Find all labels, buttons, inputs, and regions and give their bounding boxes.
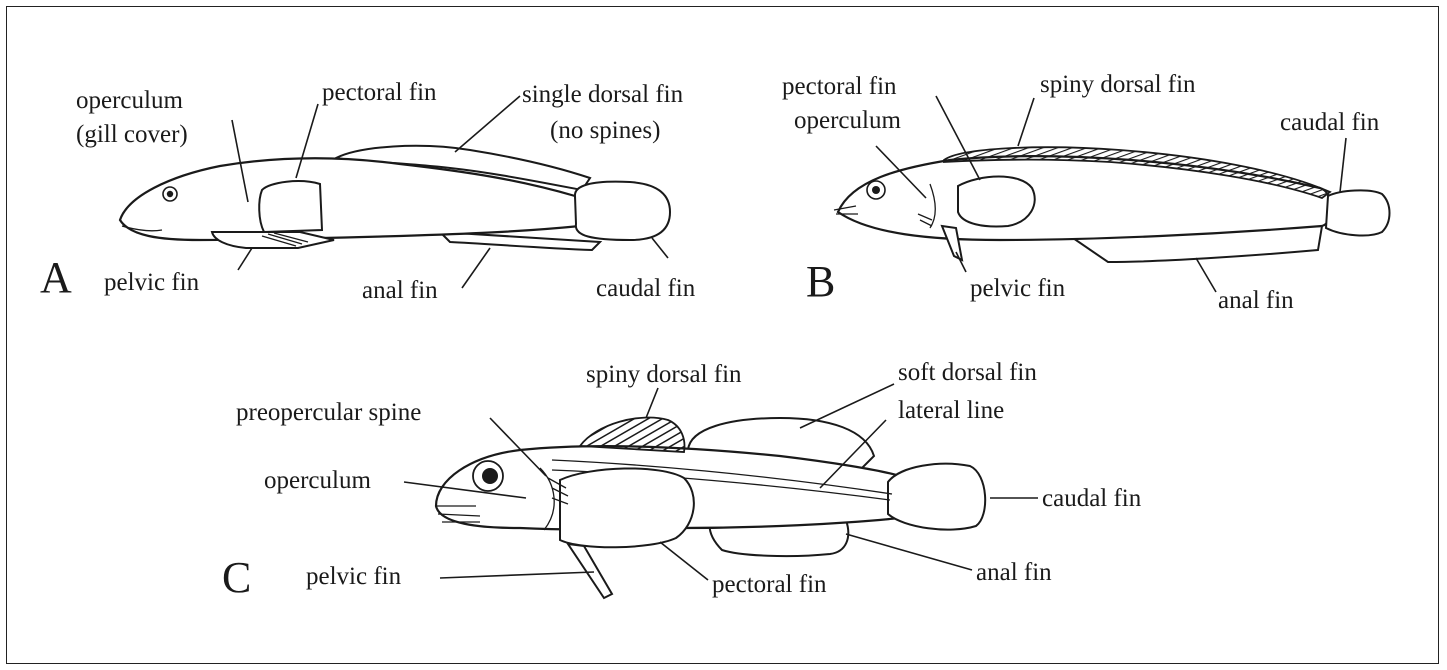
fish-b-pectoral-fin bbox=[958, 177, 1035, 227]
fish-c-spiny-dorsal-fin bbox=[580, 418, 684, 452]
fish-a-pectoral-fin-label: pectoral fin bbox=[322, 79, 437, 106]
fish-c-lateral-line-label: lateral line bbox=[898, 397, 1004, 424]
fish-a-caudal-fin bbox=[575, 182, 670, 240]
fish-a-pectoral-fin bbox=[259, 181, 322, 232]
fish-b-letter: B bbox=[806, 257, 835, 306]
fish-c-anal-fin-label: anal fin bbox=[976, 559, 1052, 586]
fish-a: A operculum (gill cover) pectoral fin si… bbox=[40, 79, 696, 304]
fish-a-anal-fin-label: anal fin bbox=[362, 277, 438, 304]
fish-b-operculum-label: operculum bbox=[794, 107, 901, 134]
fish-b-pectoral-fin-label: pectoral fin bbox=[782, 73, 897, 100]
fish-c-pelvic-fin bbox=[568, 544, 612, 598]
fish-c-letter: C bbox=[222, 553, 251, 602]
fish-b-pelvic-fin-label: pelvic fin bbox=[970, 275, 1066, 302]
fish-a-letter: A bbox=[40, 253, 72, 302]
fish-a-pelvic-fin-label: pelvic fin bbox=[104, 269, 200, 296]
fish-c-pelvic-fin-label: pelvic fin bbox=[306, 563, 402, 590]
fish-a-operculum-label: operculum bbox=[76, 87, 183, 114]
fish-a-no-spines-label: (no spines) bbox=[550, 117, 660, 144]
fish-c-preopercular-spine-label: preopercular spine bbox=[236, 399, 421, 426]
fish-c-soft-dorsal-fin-label: soft dorsal fin bbox=[898, 359, 1037, 386]
fish-a-single-dorsal-fin-label: single dorsal fin bbox=[522, 81, 684, 108]
fish-a-gill-cover-label: (gill cover) bbox=[76, 121, 188, 148]
fish-b-anal-fin-label: anal fin bbox=[1218, 287, 1294, 314]
fish-c: C spiny dorsal fin soft dorsal fin preop… bbox=[222, 359, 1142, 602]
fish-b-caudal-fin-label: caudal fin bbox=[1280, 109, 1380, 136]
fish-b: B pectoral fin operculum spiny dorsal fi… bbox=[782, 71, 1390, 314]
fish-c-caudal-fin bbox=[888, 464, 985, 530]
fish-a-anal-fin bbox=[440, 232, 600, 250]
fish-c-caudal-fin-label: caudal fin bbox=[1042, 485, 1142, 512]
fish-c-pectoral-fin-label: pectoral fin bbox=[712, 571, 827, 598]
fish-b-spiny-dorsal-fin-label: spiny dorsal fin bbox=[1040, 71, 1196, 98]
fish-b-caudal-fin bbox=[1326, 190, 1390, 235]
fish-c-spiny-dorsal-fin-label: spiny dorsal fin bbox=[586, 361, 742, 388]
fish-c-pectoral-fin bbox=[560, 468, 694, 547]
fish-a-caudal-fin-label: caudal fin bbox=[596, 275, 696, 302]
fish-c-operculum-label: operculum bbox=[264, 467, 371, 494]
